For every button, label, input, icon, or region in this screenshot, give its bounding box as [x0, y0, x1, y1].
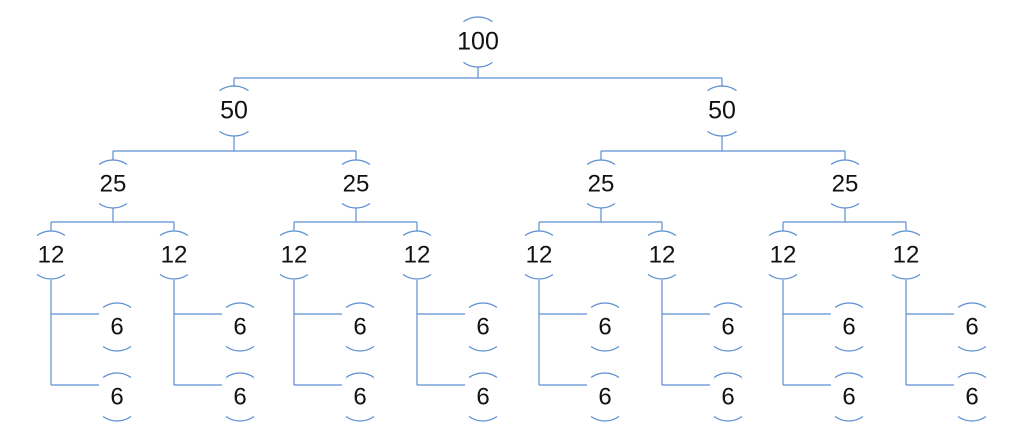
node-level-3: 12 — [281, 241, 308, 268]
node-arc-top — [345, 372, 375, 378]
node-arc-top — [219, 85, 249, 92]
node-arc-bottom — [36, 274, 66, 280]
node-arc-top — [586, 159, 616, 165]
node-level-3: 12 — [526, 241, 553, 268]
node-arc-top — [468, 372, 498, 378]
node-leaf: 6 — [353, 313, 366, 340]
node-arc-top — [834, 302, 864, 308]
node-arc-top — [159, 230, 189, 236]
node-arc-bottom — [768, 274, 798, 280]
node-level-3: 12 — [893, 241, 920, 268]
node-arc-bottom — [713, 416, 743, 422]
node-arc-bottom — [468, 416, 498, 422]
node-leaf: 6 — [233, 313, 246, 340]
node-arc-top — [345, 302, 375, 308]
node-level-1: 50 — [708, 97, 736, 125]
node-arc-top — [768, 230, 798, 236]
node-arc-top — [102, 372, 132, 378]
node-arc-top — [957, 372, 987, 378]
node-arc-bottom — [957, 416, 987, 422]
node-level-3: 12 — [38, 241, 65, 268]
node-arc-top — [102, 302, 132, 308]
node-arc-bottom — [463, 61, 493, 68]
node-level-2: 25 — [343, 170, 370, 197]
node-arc-bottom — [102, 416, 132, 422]
node-arc-top — [713, 302, 743, 308]
node-arc-top — [590, 302, 620, 308]
node-arc-bottom — [957, 346, 987, 352]
node-level-3: 12 — [404, 241, 431, 268]
node-level-2: 25 — [832, 170, 859, 197]
node-arc-top — [957, 302, 987, 308]
node-arc-top — [713, 372, 743, 378]
node-leaf: 6 — [233, 383, 246, 410]
node-arc-top — [225, 372, 255, 378]
node-arc-bottom — [98, 203, 128, 209]
node-level-1: 50 — [220, 97, 248, 125]
node-level-3: 12 — [161, 241, 188, 268]
node-arc-top — [891, 230, 921, 236]
node-arc-top — [279, 230, 309, 236]
node-arc-top — [98, 159, 128, 165]
node-leaf: 6 — [965, 313, 978, 340]
node-arc-top — [36, 230, 66, 236]
node-arc-top — [834, 372, 864, 378]
node-arc-bottom — [590, 346, 620, 352]
node-arc-bottom — [225, 346, 255, 352]
node-leaf: 6 — [721, 313, 734, 340]
node-arc-bottom — [159, 274, 189, 280]
node-level-3: 12 — [649, 241, 676, 268]
node-arc-bottom — [341, 203, 371, 209]
node-arc-top — [707, 85, 737, 92]
node-arc-top — [524, 230, 554, 236]
node-arc-bottom — [590, 416, 620, 422]
node-leaf: 6 — [842, 383, 855, 410]
node-arc-bottom — [345, 346, 375, 352]
node-leaf: 6 — [721, 383, 734, 410]
node-leaf: 6 — [110, 383, 123, 410]
node-arc-bottom — [834, 416, 864, 422]
node-arc-top — [590, 372, 620, 378]
node-arc-bottom — [586, 203, 616, 209]
node-arc-top — [225, 302, 255, 308]
node-arc-top — [830, 159, 860, 165]
node-arc-bottom — [225, 416, 255, 422]
node-arc-bottom — [102, 346, 132, 352]
node-level-2: 25 — [588, 170, 615, 197]
node-leaf: 6 — [598, 383, 611, 410]
node-arc-top — [463, 16, 493, 23]
node-leaf: 6 — [110, 313, 123, 340]
node-root: 100 — [457, 28, 499, 56]
node-arc-bottom — [891, 274, 921, 280]
node-level-2: 25 — [100, 170, 127, 197]
node-level-3: 12 — [770, 241, 797, 268]
node-leaf: 6 — [598, 313, 611, 340]
node-arc-bottom — [345, 416, 375, 422]
node-arc-bottom — [713, 346, 743, 352]
node-arc-bottom — [830, 203, 860, 209]
node-leaf: 6 — [965, 383, 978, 410]
node-arc-top — [647, 230, 677, 236]
node-arc-bottom — [647, 274, 677, 280]
node-arc-top — [468, 302, 498, 308]
node-leaf: 6 — [476, 313, 489, 340]
node-leaf: 6 — [353, 383, 366, 410]
node-arc-bottom — [219, 130, 249, 137]
node-arc-bottom — [834, 346, 864, 352]
node-arc-bottom — [707, 130, 737, 137]
node-arc-bottom — [468, 346, 498, 352]
node-leaf: 6 — [842, 313, 855, 340]
node-arc-bottom — [524, 274, 554, 280]
node-arc-bottom — [279, 274, 309, 280]
node-leaf: 6 — [476, 383, 489, 410]
node-arc-top — [341, 159, 371, 165]
node-arc-top — [402, 230, 432, 236]
node-arc-bottom — [402, 274, 432, 280]
